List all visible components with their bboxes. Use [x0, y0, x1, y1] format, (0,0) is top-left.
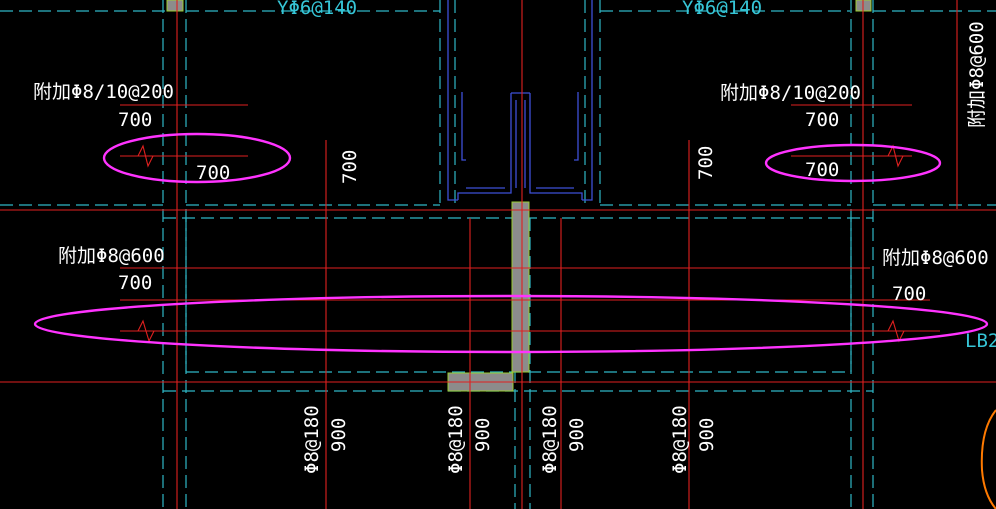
additional-rebar-label-left-lower: 附加Φ8@600: [58, 245, 165, 267]
bottom-length-label: 900: [328, 418, 350, 452]
bottom-length-label: 900: [566, 418, 588, 452]
length-label-vertical: 700: [339, 150, 361, 184]
orange-arc: [980, 409, 996, 509]
length-label-vertical: 700: [695, 146, 717, 180]
break-mark: [120, 144, 178, 168]
bottom-spacing-label: Φ8@180: [445, 405, 467, 474]
bottom-length-label: 900: [696, 418, 718, 452]
additional-rebar-label-right-upper: 附加Φ8/10@200: [720, 82, 861, 104]
wall-line: [582, 0, 593, 201]
length-label: 700: [196, 162, 230, 184]
highlight-marks: [33, 132, 989, 354]
bottom-spacing-label: Φ8@180: [539, 405, 561, 474]
bottom-spacing-label: Φ8@180: [669, 405, 691, 474]
break-mark: [870, 319, 918, 343]
highlight-ellipse-left: [102, 132, 292, 184]
wall-line: [457, 93, 512, 200]
highlight-ellipse-right: [764, 143, 942, 183]
break-mark: [120, 319, 178, 343]
annotation-texts: YΦ6@140 YΦ6@140 附加Φ8/10@200 附加Φ8/10@200 …: [33, 0, 996, 474]
top-rebar-label-left: YΦ6@140: [277, 0, 357, 19]
additional-rebar-label-right-vertical: 附加Φ8@600: [966, 21, 988, 128]
wall-line: [529, 93, 583, 200]
top-rebar-label-right: YΦ6@140: [682, 0, 762, 19]
additional-rebar-label-right-lower: 附加Φ8@600: [882, 247, 989, 269]
wall-outline: [447, 0, 593, 201]
beam-code-label: LB2: [965, 330, 996, 352]
additional-rebar-label-left-upper: 附加Φ8/10@200: [33, 81, 174, 103]
length-label: 700: [892, 283, 926, 305]
bottom-spacing-label: Φ8@180: [301, 405, 323, 474]
length-label: 700: [805, 109, 839, 131]
length-label: 700: [118, 272, 152, 294]
wall-line: [447, 0, 458, 201]
column-fill: [166, 0, 184, 12]
wall-line: [461, 92, 466, 161]
length-label: 700: [805, 159, 839, 181]
highlight-ellipse-long: [33, 294, 989, 354]
bottom-length-label: 900: [472, 418, 494, 452]
wall-line: [574, 92, 579, 161]
column-section: [166, 0, 872, 392]
break-mark: [870, 144, 912, 168]
length-label: 700: [118, 109, 152, 131]
